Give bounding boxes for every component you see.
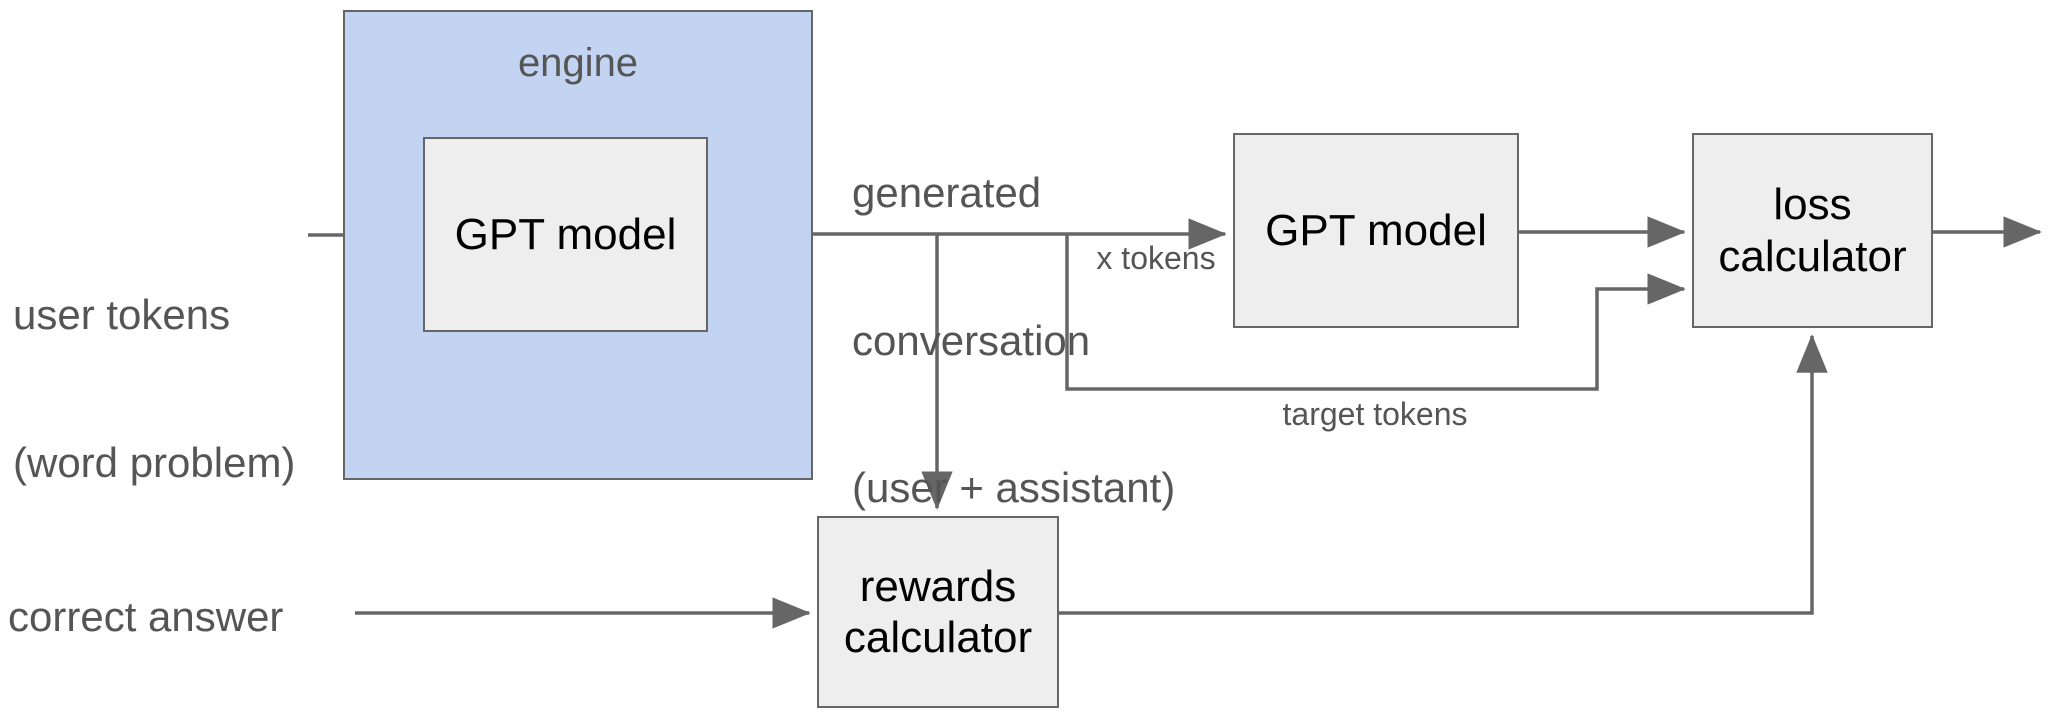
gpt-model-trainer-label: GPT model — [1265, 205, 1487, 255]
gpt-model-sampler-label: GPT model — [454, 209, 677, 259]
loss-calculator-label-line1: loss — [1773, 180, 1852, 230]
generated-conversation-line3: (user + assistant) — [852, 464, 1176, 511]
wire-target-tokens — [1065, 234, 1686, 391]
rewards-calculator-label-line1: rewards — [859, 561, 1017, 611]
wire-rewards-to-loss — [1059, 334, 1828, 615]
generated-conversation-label: generated conversation (user + assistant… — [852, 70, 1175, 610]
target-tokens-label: target tokens — [1282, 396, 1468, 432]
gpt-model-trainer-box[interactable]: GPT model — [1233, 133, 1519, 328]
loss-calculator-box[interactable]: loss calculator — [1692, 133, 1933, 328]
engine-label: engine — [517, 41, 639, 85]
gpt-model-sampler-box[interactable]: GPT model — [423, 137, 708, 332]
loss-calculator-label-line2: calculator — [1718, 231, 1907, 281]
generated-conversation-line2: conversation — [852, 316, 1091, 364]
rewards-calculator-box[interactable]: rewards calculator — [817, 516, 1059, 708]
rewards-calculator-label-line2: calculator — [843, 613, 1033, 662]
correct-answer-label: correct answer — [8, 593, 284, 640]
user-tokens-line1: user tokens — [13, 291, 231, 339]
user-tokens-label: user tokens (word problem) — [13, 192, 295, 585]
user-tokens-line2: (word problem) — [13, 438, 296, 486]
generated-conversation-line1: generated — [852, 169, 1042, 217]
x-tokens-label: x tokens — [1096, 240, 1216, 276]
